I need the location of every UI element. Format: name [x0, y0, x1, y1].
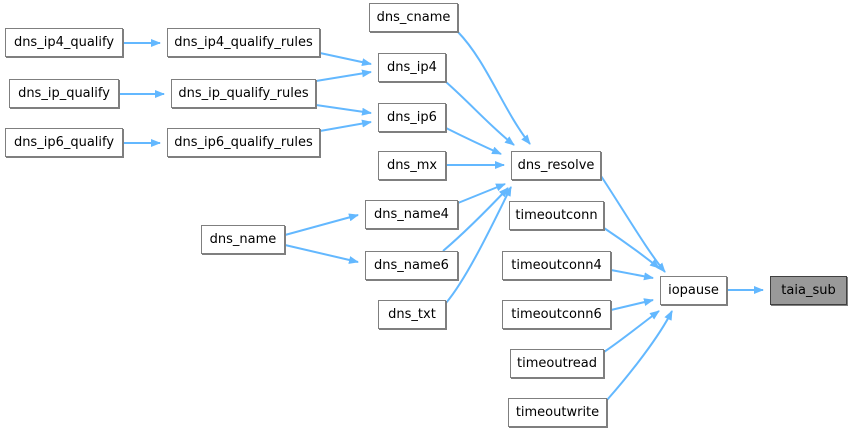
node-label: dns_mx	[386, 158, 438, 173]
edge-dns_ip6_qualify_rules-to-dns_ip6	[319, 119, 372, 132]
edge-dns_name-to-dns_name6	[284, 244, 359, 264]
edge-dns_ip_qualify_rules-to-dns_ip4	[315, 69, 372, 82]
edge-dns_txt-to-dns_resolve	[445, 186, 512, 304]
node-dns_name6[interactable]: dns_name6	[365, 251, 458, 280]
node-dns_mx[interactable]: dns_mx	[378, 151, 446, 180]
node-dns_ip_qualify_rules[interactable]: dns_ip_qualify_rules	[171, 79, 316, 108]
edge-timeoutconn4-to-iopause	[610, 269, 654, 281]
node-label: dns_ip4_qualify_rules	[174, 35, 313, 50]
node-label: dns_cname	[376, 10, 451, 25]
node-dns_ip6[interactable]: dns_ip6	[378, 103, 446, 132]
node-dns_ip6_qualify[interactable]: dns_ip6_qualify	[5, 128, 123, 157]
node-dns_cname[interactable]: dns_cname	[369, 3, 458, 32]
node-label: timeoutconn	[515, 208, 598, 223]
node-label: dns_ip6	[387, 110, 437, 125]
node-label: timeoutread	[517, 356, 597, 371]
node-timeoutread[interactable]: timeoutread	[510, 349, 604, 378]
node-label: dns_txt	[388, 307, 436, 322]
node-label: dns_name4	[374, 207, 449, 222]
node-dns_ip_qualify[interactable]: dns_ip_qualify	[9, 79, 119, 108]
node-label: dns_ip6_qualify	[13, 135, 115, 150]
node-label: dns_resolve	[517, 158, 595, 173]
edge-dns_name6-to-dns_resolve	[442, 187, 509, 252]
node-dns_ip4_qualify_rules[interactable]: dns_ip4_qualify_rules	[167, 28, 320, 57]
edge-dns_name-to-dns_name4	[284, 213, 359, 236]
node-timeoutconn[interactable]: timeoutconn	[509, 201, 604, 230]
node-dns_txt[interactable]: dns_txt	[378, 300, 446, 329]
edge-timeoutwrite-to-iopause	[606, 310, 673, 401]
node-dns_resolve[interactable]: dns_resolve	[511, 151, 601, 180]
node-label: dns_ip_qualify_rules	[178, 86, 309, 101]
node-dns_name4[interactable]: dns_name4	[365, 200, 458, 229]
edge-dns_ip6-to-dns_resolve	[445, 127, 502, 155]
node-taia_sub[interactable]: taia_sub	[770, 276, 847, 305]
node-label: timeoutwrite	[515, 405, 600, 420]
edge-timeoutconn-to-iopause	[603, 227, 660, 269]
node-iopause[interactable]: iopause	[660, 276, 727, 305]
edge-dns_ip4-to-dns_resolve	[445, 81, 515, 146]
node-label: taia_sub	[781, 283, 836, 298]
node-label: timeoutconn6	[511, 307, 602, 322]
node-dns_name[interactable]: dns_name	[201, 225, 285, 254]
node-dns_ip6_qualify_rules[interactable]: dns_ip6_qualify_rules	[167, 128, 320, 157]
node-label: dns_ip6_qualify_rules	[174, 135, 313, 150]
node-label: dns_ip4_qualify	[13, 35, 115, 50]
node-label: dns_ip4	[387, 60, 437, 75]
edge-dns_ip4_qualify_rules-to-dns_ip4	[319, 52, 372, 67]
edge-timeoutconn6-to-iopause	[610, 298, 654, 311]
edge-dns_ip_qualify_rules-to-dns_ip6	[315, 104, 372, 116]
node-label: timeoutconn4	[511, 258, 602, 273]
node-timeoutconn6[interactable]: timeoutconn6	[502, 300, 611, 329]
node-label: dns_name	[209, 232, 277, 247]
edge-timeoutread-to-iopause	[603, 310, 660, 353]
edge-dns_cname-to-dns_resolve	[457, 31, 531, 145]
node-dns_ip4[interactable]: dns_ip4	[378, 53, 446, 82]
node-label: dns_name6	[374, 258, 449, 273]
node-label: iopause	[668, 283, 719, 298]
edge-dns_name4-to-dns_resolve	[457, 183, 506, 204]
node-label: dns_ip_qualify	[18, 86, 110, 101]
node-dns_ip4_qualify[interactable]: dns_ip4_qualify	[5, 28, 123, 57]
node-timeoutwrite[interactable]: timeoutwrite	[508, 398, 607, 427]
node-timeoutconn4[interactable]: timeoutconn4	[502, 251, 611, 280]
